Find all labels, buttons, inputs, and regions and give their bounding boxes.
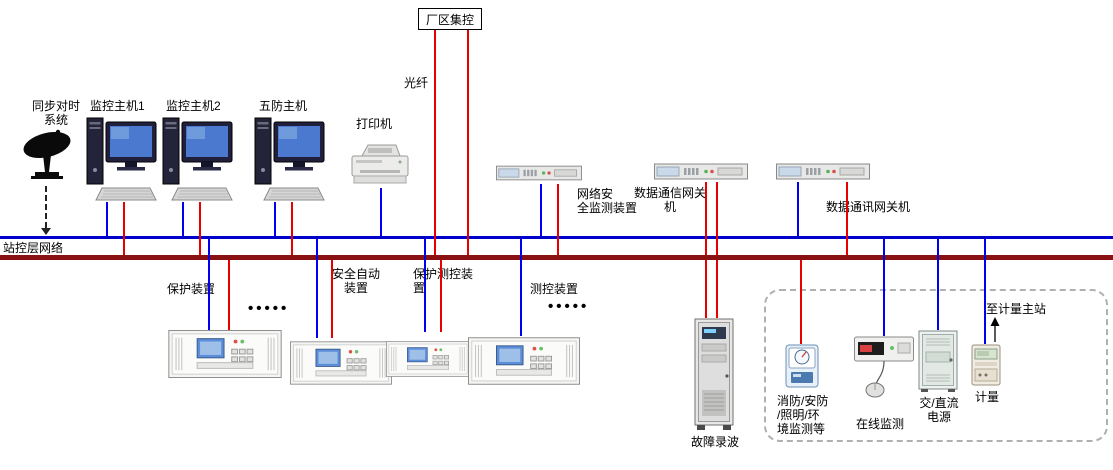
measure-relay-icon bbox=[468, 336, 580, 386]
metering-label: 计量 bbox=[975, 390, 1000, 404]
protection-relay-icon bbox=[166, 330, 284, 378]
data-gateway1-icon bbox=[654, 161, 748, 182]
connection-line bbox=[937, 239, 939, 330]
connection-line bbox=[716, 260, 718, 318]
measure-device-label: 测控装置 bbox=[530, 282, 579, 296]
connection-line bbox=[291, 202, 293, 255]
connection-line bbox=[705, 182, 707, 255]
printer-icon bbox=[351, 144, 409, 184]
connection-line bbox=[540, 184, 542, 236]
safety-automatic-relay-icon bbox=[290, 338, 392, 388]
connection-line bbox=[228, 260, 230, 330]
auxiliary-systems-group-box bbox=[764, 289, 1108, 442]
connection-line bbox=[846, 182, 848, 255]
sync-connection-dashed-line bbox=[45, 186, 47, 228]
computer-icon-five-prevention bbox=[254, 112, 326, 204]
fire-security-label: 消防/安防 /照明/环 境监测等 bbox=[777, 394, 829, 436]
connection-line bbox=[380, 188, 382, 236]
connection-line bbox=[424, 239, 426, 332]
to-metering-master-label: 至计量主站 bbox=[986, 302, 1047, 316]
fiber-line-1 bbox=[434, 30, 436, 255]
power-cabinet-icon bbox=[918, 330, 958, 392]
station-bus-blue bbox=[0, 236, 1113, 239]
connection-line bbox=[705, 260, 707, 318]
connection-line bbox=[797, 182, 799, 236]
monitor-host2-label: 监控主机2 bbox=[166, 99, 221, 113]
connection-line bbox=[716, 182, 718, 255]
computer-icon-host1 bbox=[86, 112, 158, 204]
connection-line bbox=[106, 202, 108, 236]
sync-system-label: 同步对时 系统 bbox=[31, 99, 80, 127]
connection-line bbox=[316, 239, 318, 338]
computer-icon-host2 bbox=[162, 112, 234, 204]
sync-arrow-icon bbox=[41, 228, 51, 235]
online-monitor-icon bbox=[854, 336, 914, 398]
station-bus-red bbox=[0, 255, 1113, 260]
fiber-label: 光纤 bbox=[404, 76, 429, 90]
five-prevention-host-label: 五防主机 bbox=[259, 99, 308, 113]
data-gateway2-icon bbox=[774, 161, 872, 182]
ellipsis-dots: ••••• bbox=[248, 300, 290, 317]
fire-security-device-icon bbox=[785, 344, 819, 388]
protection-device-label: 保护装置 bbox=[167, 282, 216, 296]
satellite-dish-icon bbox=[23, 129, 71, 179]
meter-icon bbox=[971, 344, 1001, 386]
monitor-host1-label: 监控主机1 bbox=[90, 99, 145, 113]
protection-measure-relay-icon bbox=[386, 332, 470, 386]
safety-automatic-label: 安全自动 装置 bbox=[331, 267, 380, 295]
connection-line bbox=[440, 260, 442, 332]
network-security-label: 网络安 全监测装置 bbox=[577, 187, 638, 215]
connection-line bbox=[800, 260, 802, 344]
data-gateway2-label: 数据通讯网关机 bbox=[826, 200, 911, 214]
connection-line bbox=[274, 202, 276, 236]
connection-line bbox=[557, 184, 559, 255]
connection-line bbox=[883, 239, 885, 336]
protection-measure-label: 保护测控装 置 bbox=[413, 267, 474, 295]
connection-line bbox=[182, 202, 184, 236]
fiber-line-2 bbox=[467, 30, 469, 255]
connection-line bbox=[331, 260, 333, 338]
printer-label: 打印机 bbox=[356, 117, 393, 131]
plant-control-node: 厂区集控 bbox=[418, 8, 482, 30]
connection-line bbox=[199, 202, 201, 255]
connection-line bbox=[984, 239, 986, 344]
up-arrow-icon bbox=[990, 317, 1000, 342]
network-security-device-icon bbox=[496, 162, 582, 184]
station-bus-label: 站控层网络 bbox=[3, 241, 64, 255]
ellipsis-dots: ••••• bbox=[548, 298, 590, 315]
connection-line bbox=[123, 202, 125, 255]
power-label: 交/直流 电源 bbox=[919, 396, 959, 424]
fault-recorder-cabinet-icon bbox=[694, 318, 734, 430]
online-monitor-label: 在线监测 bbox=[856, 417, 905, 431]
fault-recorder-label: 故障录波 bbox=[691, 435, 740, 449]
connection-line bbox=[208, 239, 210, 330]
data-gateway1-label: 数据通信网关 机 bbox=[633, 186, 706, 214]
connection-line bbox=[520, 239, 522, 336]
